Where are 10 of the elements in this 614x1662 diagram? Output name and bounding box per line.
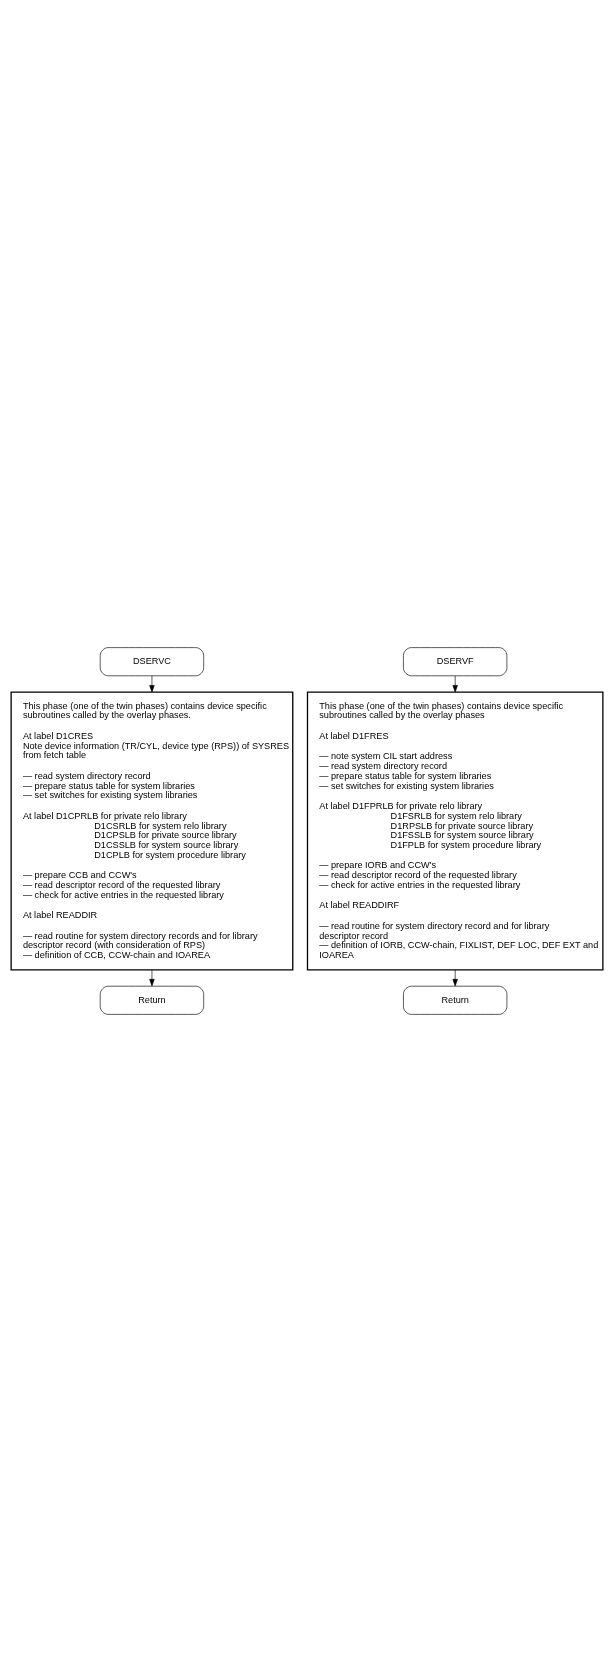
node-box: DSERVF xyxy=(403,647,508,677)
node-box: DSERVC xyxy=(99,647,204,677)
node-box: Return xyxy=(99,985,204,1015)
arrow xyxy=(452,675,458,693)
node-box: This phase (one of the twin phases) contains device specific subroutines called by the overlay phases. At label D1CRES Note device information (TR/CYL, device type (RPS)) of SYSRES from fetch table — read system directory record — prepare status table for system libraries — set switches for existing system libraries At label D1CPRLB for private relo library D1CSRLB for system relo library D1CPSLB for private source library D1CSSLB for system source library D1CPLB for system procedure library — prepare CCB and CCW's — read descriptor record of the requested library — check for active entries in the requested library At label READDIR — read routine for system directory records and for library descriptor record (with consideration of RPS) — definition of CCB, CCW-chain and IOAREA xyxy=(10,691,294,971)
arrow xyxy=(452,969,458,987)
arrow xyxy=(149,969,155,987)
node-box: Return xyxy=(403,985,508,1015)
node-box: This phase (one of the twin phases) contains device specific subroutines called by the overlay phases At label D1FRES — note system CIL start address — read system directory record — prepare status table for system libraries — set switches for existing system libraries At label D1FPRLB for private relo library D1FSRLB for system relo library D1RPSLB for private source library D1FSSLB for system source library D1FPLB for system procedure library — prepare IORB and CCW's — read descriptor record of the requested library — check for active entries in the requested library At label READDIRF — read routine for system directory record and for library descriptor record — definition of IORB, CCW-chain, FIXLIST, DEF LOC, DEF EXT and IOAREA xyxy=(306,691,604,971)
arrow xyxy=(149,675,155,693)
